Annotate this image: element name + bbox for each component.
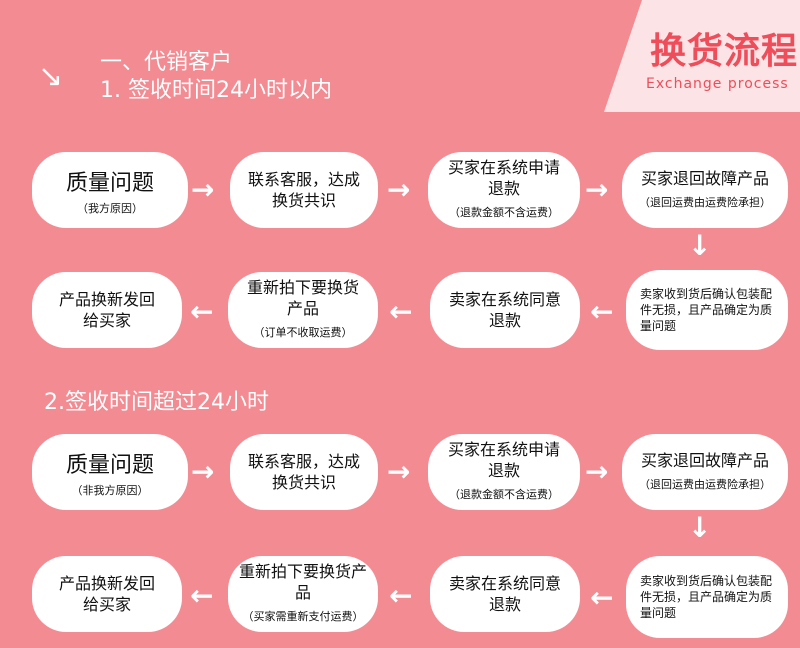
flow2-step6: 卖家在系统同意退款 bbox=[430, 556, 580, 632]
flow1-step7-label: 重新拍下要换货产品 bbox=[246, 278, 359, 318]
arrow-left-icon: ← bbox=[190, 579, 214, 612]
flow2-step7: 重新拍下要换货产品 （买家需重新支付运费） bbox=[228, 556, 378, 632]
flow2-step6-label: 卖家在系统同意退款 bbox=[448, 574, 561, 614]
flow1-step4-label: 买家退回故障产品 bbox=[640, 168, 769, 188]
arrow-right-icon: → bbox=[191, 455, 215, 488]
flow2-step3-label: 买家在系统申请退款 bbox=[447, 440, 560, 480]
flow2-step8-label: 产品换新发回给买家 bbox=[58, 574, 155, 614]
flow2-step3: 买家在系统申请退款 （退款金额不含运费） bbox=[428, 434, 580, 510]
flow1-step7-note: （订单不收取运费） bbox=[253, 326, 353, 339]
arrow-right-icon: → bbox=[585, 455, 609, 488]
flow1-step7: 重新拍下要换货产品 （订单不收取运费） bbox=[228, 272, 378, 348]
flow2-step1: 质量问题 （非我方原因） bbox=[32, 434, 188, 510]
title-badge: 换货流程 Exchange process bbox=[604, 0, 800, 112]
flow1-step6: 卖家在系统同意退款 bbox=[430, 272, 580, 348]
flow2-step2-label: 联系客服，达成换货共识 bbox=[247, 452, 360, 492]
flow1-step3-note: （退款金额不含运费） bbox=[449, 206, 559, 219]
flow2-step1-label: 质量问题 bbox=[65, 452, 154, 478]
arrow-down-icon: ↓ bbox=[688, 511, 712, 544]
section1-title: 一、代销客户 bbox=[100, 50, 233, 75]
flow1-step4-note: （退回运费由运费险承担） bbox=[639, 195, 771, 209]
flow2-step4: 买家退回故障产品 （退回运费由运费险承担） bbox=[622, 434, 788, 510]
flow1-step1-label: 质量问题 bbox=[65, 170, 154, 196]
arrow-left-icon: ← bbox=[190, 295, 214, 328]
flow1-step8: 产品换新发回给买家 bbox=[32, 272, 182, 348]
flow2-step4-note: （退回运费由运费险承担） bbox=[639, 477, 771, 491]
arrow-right-icon: → bbox=[387, 455, 411, 488]
flow2-step1-note: （非我方原因） bbox=[71, 483, 149, 497]
flow2-step4-label: 买家退回故障产品 bbox=[640, 450, 769, 470]
flow1-step6-label: 卖家在系统同意退款 bbox=[448, 290, 561, 330]
flow2-step5-label: 卖家收到货后确认包装配件无损，且产品确定为质量问题 bbox=[640, 574, 773, 620]
arrow-right-icon: → bbox=[191, 173, 215, 206]
badge-title: 换货流程 bbox=[650, 31, 799, 72]
flow2-step7-label: 重新拍下要换货产品 bbox=[238, 562, 367, 602]
section2-title: 2.签收时间超过24小时 bbox=[44, 390, 269, 415]
arrow-right-icon: → bbox=[585, 173, 609, 206]
flow2-step3-note: （退款金额不含运费） bbox=[449, 488, 559, 501]
flow2-step8: 产品换新发回给买家 bbox=[32, 556, 182, 632]
corner-arrow-icon: ↘ bbox=[38, 59, 64, 94]
flow1-step2-label: 联系客服，达成换货共识 bbox=[247, 170, 360, 210]
arrow-left-icon: ← bbox=[389, 295, 413, 328]
flow2-step5: 卖家收到货后确认包装配件无损，且产品确定为质量问题 bbox=[626, 556, 788, 638]
badge-subtitle: Exchange process bbox=[646, 76, 789, 92]
section1-subtitle: 1. 签收时间24小时以内 bbox=[100, 78, 332, 103]
flow1-step2: 联系客服，达成换货共识 bbox=[230, 152, 378, 228]
flow1-step5-label: 卖家收到货后确认包装配件无损，且产品确定为质量问题 bbox=[640, 287, 773, 333]
arrow-down-icon: ↓ bbox=[688, 229, 712, 262]
arrow-left-icon: ← bbox=[389, 579, 413, 612]
flow2-step7-note: （买家需重新支付运费） bbox=[242, 610, 364, 623]
flow1-step1-note: （我方原因） bbox=[77, 201, 143, 215]
arrow-left-icon: ← bbox=[590, 295, 614, 328]
flow1-step3-label: 买家在系统申请退款 bbox=[447, 158, 560, 198]
arrow-right-icon: → bbox=[387, 173, 411, 206]
badge-notch bbox=[604, 0, 642, 112]
flow1-step4: 买家退回故障产品 （退回运费由运费险承担） bbox=[622, 152, 788, 228]
flow2-step2: 联系客服，达成换货共识 bbox=[230, 434, 378, 510]
flow1-step3: 买家在系统申请退款 （退款金额不含运费） bbox=[428, 152, 580, 228]
flow1-step8-label: 产品换新发回给买家 bbox=[58, 290, 155, 330]
arrow-left-icon: ← bbox=[590, 581, 614, 614]
flow1-step1: 质量问题 （我方原因） bbox=[32, 152, 188, 228]
flow1-step5: 卖家收到货后确认包装配件无损，且产品确定为质量问题 bbox=[626, 270, 788, 350]
